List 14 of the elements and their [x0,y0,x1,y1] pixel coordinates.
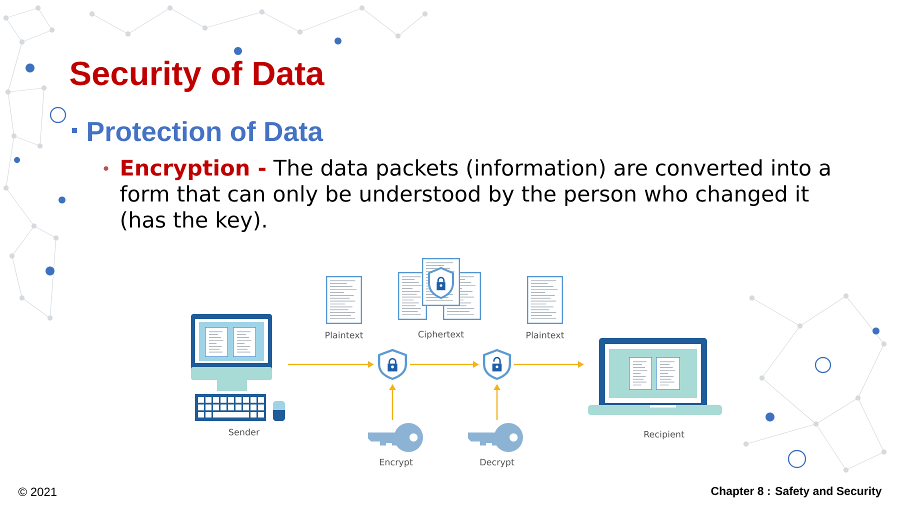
node-label: Decrypt [480,458,514,468]
shield-lock-picture [378,349,407,380]
node-label: Plaintext [526,332,564,338]
heading: Protection of Data [88,121,324,142]
footer-text: Chapter 8 : Safety and Security [711,486,882,498]
node-label: Recipient [644,430,684,440]
shield-unlock-picture [483,349,511,380]
title: Security of Data [70,60,324,92]
bullet-text: Encryption - The data packets (information) are converted into a form that can only be understood by the person who changed it (has the key). [120,159,830,232]
node-label: Plaintext [326,332,364,338]
node-label: Ciphertext [418,330,464,340]
node-label: Encrypt [380,458,413,468]
node-label: Sender [229,428,260,436]
copyright-notice: © 2021 [18,488,56,496]
